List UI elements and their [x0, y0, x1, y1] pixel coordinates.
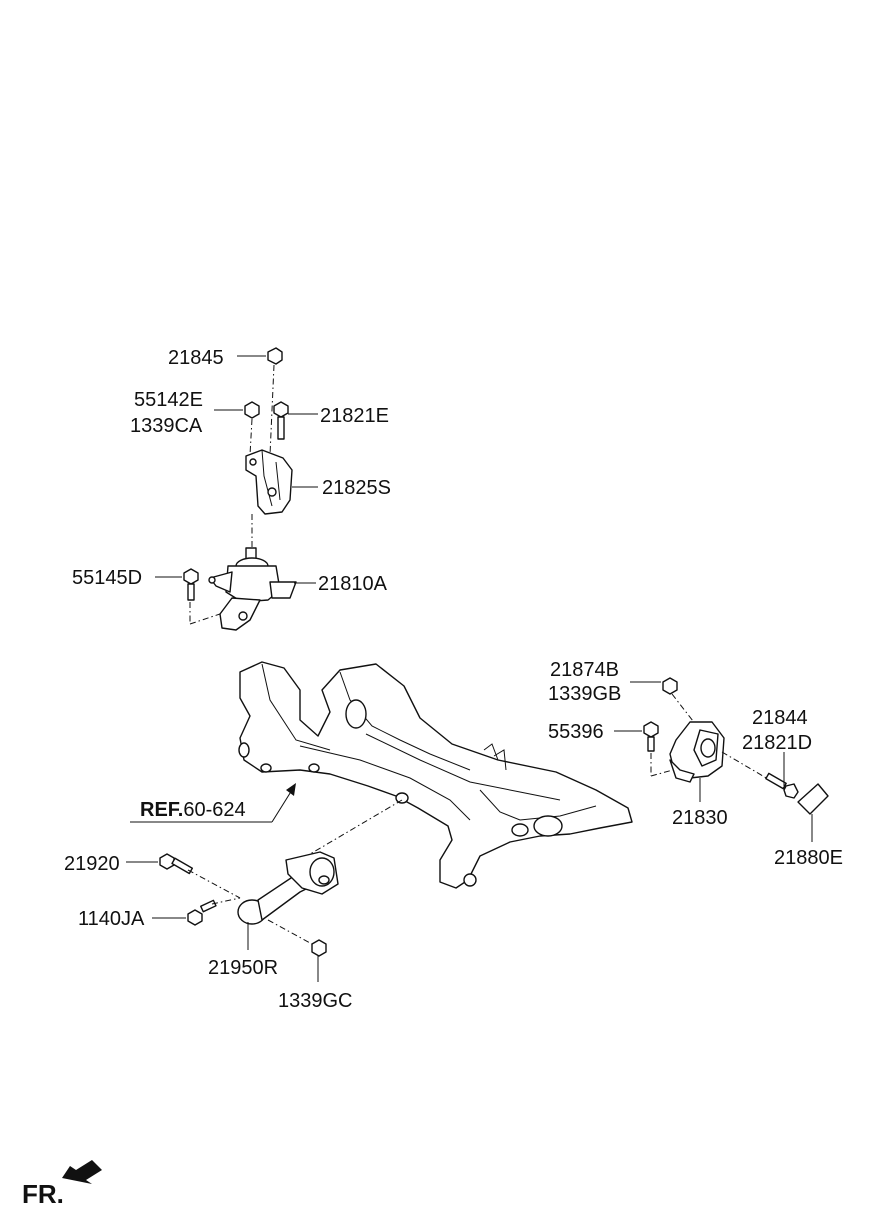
label-21950R: 21950R [208, 957, 278, 979]
nut-21874B [630, 677, 678, 695]
label-21874B: 21874B [550, 659, 619, 681]
label-1339GC: 1339GC [278, 990, 353, 1012]
label-55142E: 55142E [134, 389, 203, 411]
transmission-mount-assembly [614, 677, 829, 842]
label-1339CA: 1339CA [130, 415, 203, 437]
label-21830: 21830 [672, 807, 728, 829]
label-21920: 21920 [64, 853, 120, 875]
bolt-55396 [614, 721, 681, 777]
front-direction-indicator: FR. [22, 1160, 102, 1209]
bracket-21825S [245, 449, 318, 515]
roll-rod-assembly [159, 799, 403, 982]
label-21844: 21844 [752, 707, 808, 729]
label-1140JA: 1140JA [78, 908, 145, 930]
bolt-21821D [721, 751, 799, 799]
cover-21880E [797, 783, 829, 842]
bolt-1140JA [187, 897, 241, 926]
label-1339GB: 1339GB [548, 683, 621, 705]
nut-55142E [214, 401, 260, 419]
label-21821E: 21821E [320, 405, 389, 427]
label-55145D: 55145D [72, 567, 142, 589]
mount-21810A [208, 547, 316, 631]
label-55396: 55396 [548, 721, 604, 743]
subframe-crossmember [238, 661, 633, 889]
ref-label: REF.60-624 [140, 799, 246, 821]
roll-rod-21950R [237, 851, 339, 950]
label-21810A: 21810A [318, 573, 388, 595]
bolt-21821E [273, 401, 318, 440]
mount-21830 [669, 721, 725, 802]
front-label: FR. [22, 1179, 64, 1209]
nut-1339GC [267, 919, 327, 982]
reference-callout: REF.60-624 [130, 783, 296, 823]
label-21821D: 21821D [742, 732, 812, 754]
label-21845: 21845 [168, 347, 224, 369]
engine-mount-assembly [155, 347, 318, 631]
bolt-21920 [159, 853, 241, 899]
label-21880E: 21880E [774, 847, 843, 869]
bolt-55145D [155, 568, 221, 625]
nut-21845 [237, 347, 283, 365]
front-arrow-icon [62, 1160, 102, 1184]
label-21825S: 21825S [322, 477, 391, 499]
